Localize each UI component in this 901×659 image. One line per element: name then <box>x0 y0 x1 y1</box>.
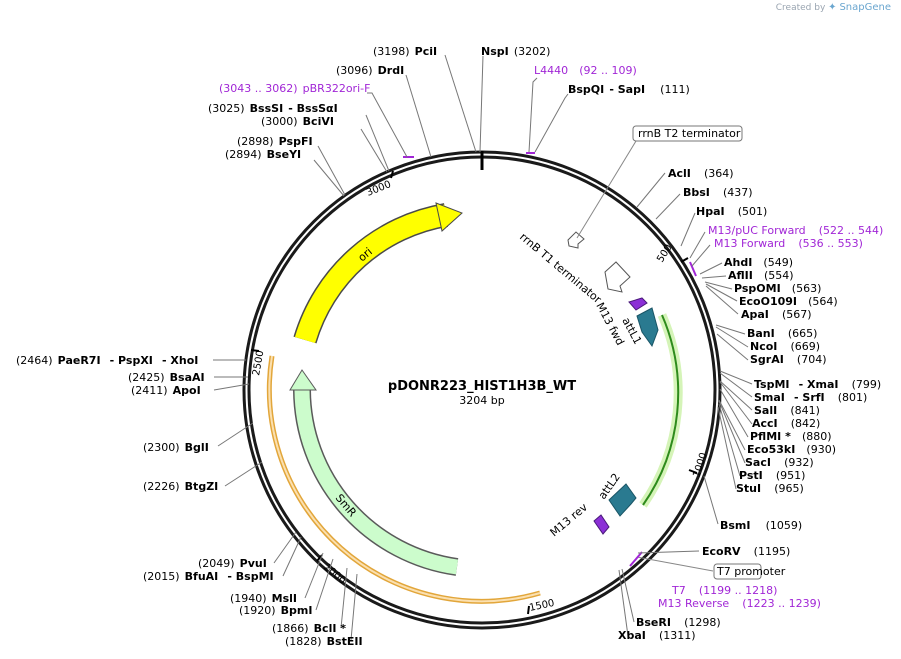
site-bcli[interactable]: (1866) BclI * <box>272 617 346 636</box>
site-bani[interactable]: BanI (665) <box>747 322 817 341</box>
m13-forward-primer-mark <box>689 261 697 277</box>
site-acci[interactable]: AccI (842) <box>752 412 820 431</box>
site-ahdi[interactable]: AhdI (549) <box>724 251 793 270</box>
m13-rev-label: M13 rev <box>548 500 591 539</box>
site-bseri[interactable]: BseRI (1298) <box>636 611 721 630</box>
rrnb-t1-label: rrnB T1 terminator <box>517 230 604 306</box>
primer-m13-reverse[interactable]: M13 Reverse (1223 .. 1239) <box>658 592 821 611</box>
site-ecorv[interactable]: EcoRV (1195) <box>702 540 790 559</box>
site-apoi[interactable]: (2411) ApoI <box>131 379 201 398</box>
site-nspi[interactable]: NspI (3202) <box>481 40 550 59</box>
m13-rev-feature[interactable] <box>593 514 610 535</box>
site-paer7i-pspxi-xhoi[interactable]: (2464) PaeR7I - PspXI - XhoI <box>16 349 198 368</box>
site-ecoo109i[interactable]: EcoO109I (564) <box>739 290 838 309</box>
site-pspfi[interactable]: (2898) PspFI <box>237 130 313 149</box>
attl1-feature[interactable] <box>636 307 659 348</box>
primer-m13-forward[interactable]: M13 Forward (536 .. 553) <box>714 232 863 251</box>
rrnb-t2-box[interactable] <box>632 125 743 142</box>
site-pspomi[interactable]: PspOMI (563) <box>734 277 821 296</box>
insert-arc[interactable] <box>642 314 680 506</box>
snapgene-credit: Created by ✦ SnapGene <box>776 2 891 13</box>
ori-arrowhead <box>435 202 463 232</box>
site-drdi[interactable]: (3096) DrdI <box>336 59 404 78</box>
rrnb-t2-leader <box>576 140 637 239</box>
site-apai[interactable]: ApaI (567) <box>741 303 812 322</box>
site-eco53ki[interactable]: Eco53kI (930) <box>747 438 836 457</box>
site-msli[interactable]: (1940) MslI <box>230 587 297 606</box>
site-bsssi-bsssai[interactable]: (3025) BssSI - BssSαI <box>208 97 338 116</box>
site-bgli[interactable]: (2300) BglI <box>143 436 209 455</box>
t7-promoter-box[interactable] <box>713 563 762 580</box>
site-bseyi[interactable]: (2894) BseYI <box>225 143 301 162</box>
site-bspqi-sapi[interactable]: BspQI - SapI (111) <box>568 78 690 97</box>
smr-feature[interactable] <box>294 389 459 575</box>
snapgene-logo-icon: ✦ <box>828 2 837 13</box>
t7-primer-mark <box>629 551 643 567</box>
site-bcivi[interactable]: (3000) BciVI <box>261 110 334 129</box>
ori-feature[interactable] <box>294 204 448 344</box>
attl2-feature[interactable] <box>608 483 637 517</box>
site-afiii[interactable]: AflII (554) <box>728 264 794 283</box>
site-sali[interactable]: SalI (841) <box>754 399 820 418</box>
m13-fwd-feature[interactable] <box>628 297 648 311</box>
site-tspmi-xmai[interactable]: TspMI - XmaI (799) <box>754 373 881 392</box>
site-acli[interactable]: AclI (364) <box>668 162 734 181</box>
t7-promoter-label: T7 promoter <box>716 565 786 578</box>
primer-l4440[interactable]: L4440 (92 .. 109) <box>534 59 637 78</box>
site-smai-srfi[interactable]: SmaI - SrfI (801) <box>754 386 867 405</box>
site-bsaai[interactable]: (2425) BsaAI <box>128 366 205 385</box>
site-pcii[interactable]: (3198) PciI <box>373 40 437 59</box>
site-bsteii[interactable]: (1828) BstEII <box>285 630 363 649</box>
rrnb-t2-label: rrnB T2 terminator <box>638 127 741 140</box>
site-sgrai[interactable]: SgrAI (704) <box>750 348 827 367</box>
site-hpai[interactable]: HpaI (501) <box>696 200 767 219</box>
site-pflmi[interactable]: PflMI * (880) <box>750 425 832 444</box>
site-bbsi[interactable]: BbsI (437) <box>683 181 753 200</box>
smr-arrowhead <box>289 369 317 391</box>
rrnb-t2-feature[interactable] <box>567 231 585 249</box>
primer-m13-puc-forward[interactable]: M13/pUC Forward (522 .. 544) <box>708 219 883 238</box>
site-leader-lines <box>213 54 753 641</box>
t7-promoter-leader <box>636 556 714 572</box>
tick-label-1500: 1500 <box>528 598 555 614</box>
site-bfuai-bspmi[interactable]: (2015) BfuAI - BspMI <box>143 565 274 584</box>
site-saci[interactable]: SacI (932) <box>745 451 814 470</box>
tick-2500: 2500 <box>250 349 266 377</box>
site-stui[interactable]: StuI (965) <box>736 477 804 496</box>
site-btgzi[interactable]: (2226) BtgZI <box>143 475 218 494</box>
plasmid-size: 3204 bp <box>459 394 504 407</box>
site-psti[interactable]: PstI (951) <box>739 464 805 483</box>
tick-1500: 1500 <box>527 598 556 615</box>
site-bsmi[interactable]: BsmI (1059) <box>720 514 802 533</box>
orf-arc-inner <box>268 355 541 603</box>
created-by-text: Created by <box>775 3 826 13</box>
site-bpmi[interactable]: (1920) BpmI <box>239 599 313 618</box>
rrnb-t1-feature[interactable] <box>604 261 631 293</box>
plasmid-name: pDONR223_HIST1H3B_WT <box>388 379 576 394</box>
site-ncoi[interactable]: NcoI (669) <box>750 335 820 354</box>
tick-label-2500: 2500 <box>251 350 266 377</box>
site-xbai[interactable]: XbaI (1311) <box>618 624 696 643</box>
primer-t7[interactable]: T7 (1199 .. 1218) <box>671 579 777 598</box>
primer-pbr322ori-f[interactable]: (3043 .. 3062) pBR322ori-F <box>219 77 370 96</box>
site-pvui[interactable]: (2049) PvuI <box>198 552 267 571</box>
snapgene-brand-text: SnapGene <box>839 2 891 13</box>
